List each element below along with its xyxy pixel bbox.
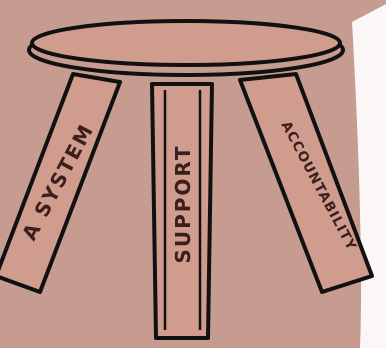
leg-support: SUPPORT	[150, 82, 214, 340]
page-edge	[352, 4, 386, 348]
leg-a-system: A SYSTEM	[0, 72, 122, 294]
stool-seat	[27, 19, 345, 77]
leg-label-support: SUPPORT	[171, 144, 195, 263]
leg-accountability: ACCOUNTABILITY	[238, 72, 374, 294]
